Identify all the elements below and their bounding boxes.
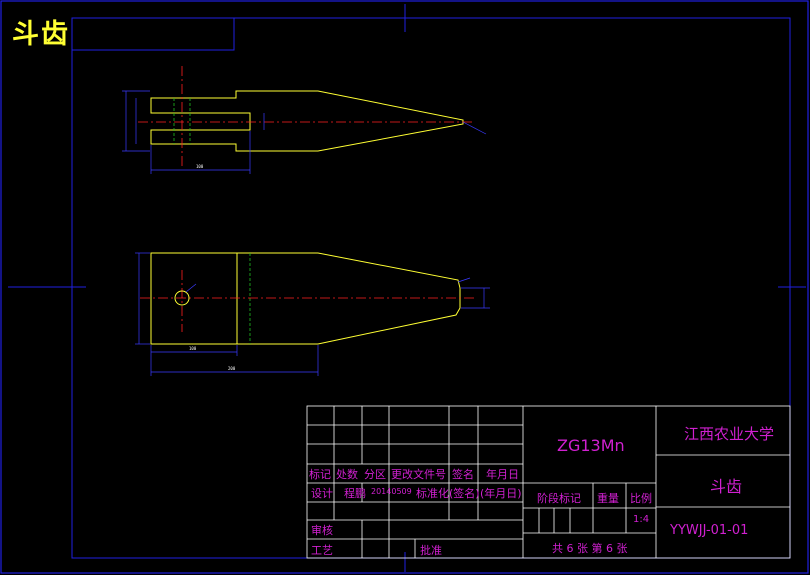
row-design: 设计: [311, 487, 333, 500]
top-view: [122, 66, 487, 174]
hole-dim-leader: [185, 283, 197, 293]
sheet-info: 共 6 张 第 6 张: [552, 542, 628, 555]
row-designer: 程鹏: [344, 487, 366, 500]
row-standard: 标准化: [416, 487, 449, 500]
row-approve: 批准: [420, 544, 442, 557]
row-date2: (年月日): [480, 487, 522, 500]
scale-value: 1:4: [633, 514, 650, 525]
header-mark: 标记: [309, 468, 331, 481]
row-sign2: (签名): [449, 487, 480, 500]
institution-label: 江西农业大学: [684, 425, 775, 443]
pin-hole: [174, 290, 190, 306]
front-dim-tip-leader: [457, 277, 471, 283]
front-view-outline: [150, 252, 461, 345]
header-change-doc: 更改文件号: [391, 468, 446, 481]
part-name-label: 斗齿: [710, 477, 743, 496]
row-review: 审核: [311, 524, 333, 537]
title-block-grid: [306, 405, 791, 559]
top-dim-length-label: 100: [196, 164, 204, 169]
row-date-value: 20140509: [371, 487, 412, 496]
header-zone: 分区: [364, 468, 386, 481]
front-dim-long-label: 200: [228, 366, 236, 371]
top-dim-tip-leader: [462, 121, 487, 135]
top-view-outline: [150, 90, 464, 152]
header-stage: 阶段标记: [537, 492, 581, 505]
header-sign: 签名: [452, 468, 474, 481]
material-label: ZG13Mn: [557, 436, 625, 455]
header-scale: 比例: [630, 492, 652, 505]
front-dim-short-label: 100: [189, 346, 197, 351]
drawing-number-label: YYWJJ-01-01: [670, 523, 749, 538]
header-count: 处数: [336, 468, 358, 481]
corner-part-name: 斗齿: [12, 19, 70, 50]
row-process: 工艺: [311, 544, 333, 557]
corner-name-box: [72, 18, 235, 51]
front-view: [135, 252, 490, 376]
header-weight: 重量: [597, 492, 619, 505]
header-date: 年月日: [486, 468, 519, 481]
